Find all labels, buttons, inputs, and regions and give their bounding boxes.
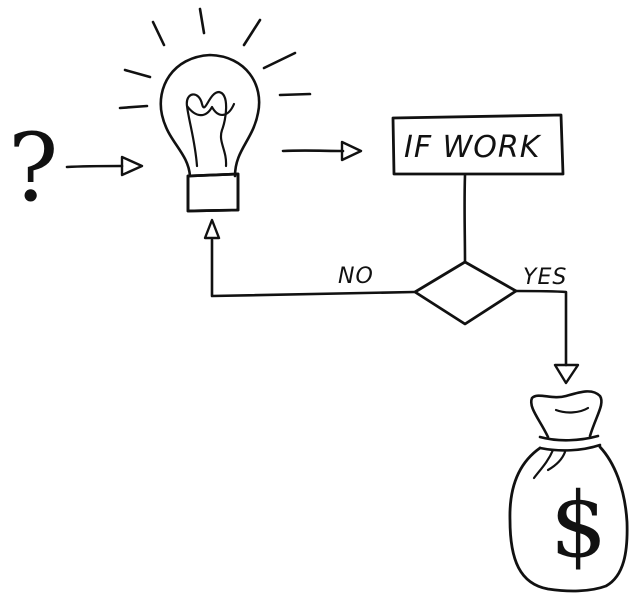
dollar-sign: $ [550, 473, 607, 578]
arrow-question-to-bulb [65, 155, 144, 177]
yes-branch: YES [514, 265, 580, 385]
if-work-label: IF WORK [404, 130, 542, 165]
arrow-bulb-to-box [281, 140, 363, 162]
lightbulb-icon [118, 7, 312, 213]
question-mark-icon: ? [8, 114, 58, 223]
money-bag-icon: $ [508, 390, 629, 593]
no-branch: NO [203, 218, 416, 298]
no-label: NO [338, 264, 374, 289]
decision-diamond [413, 260, 518, 326]
yes-label: YES [523, 265, 567, 290]
lightbulb-rays [118, 7, 312, 110]
if-work-box: IF WORK [391, 113, 565, 176]
